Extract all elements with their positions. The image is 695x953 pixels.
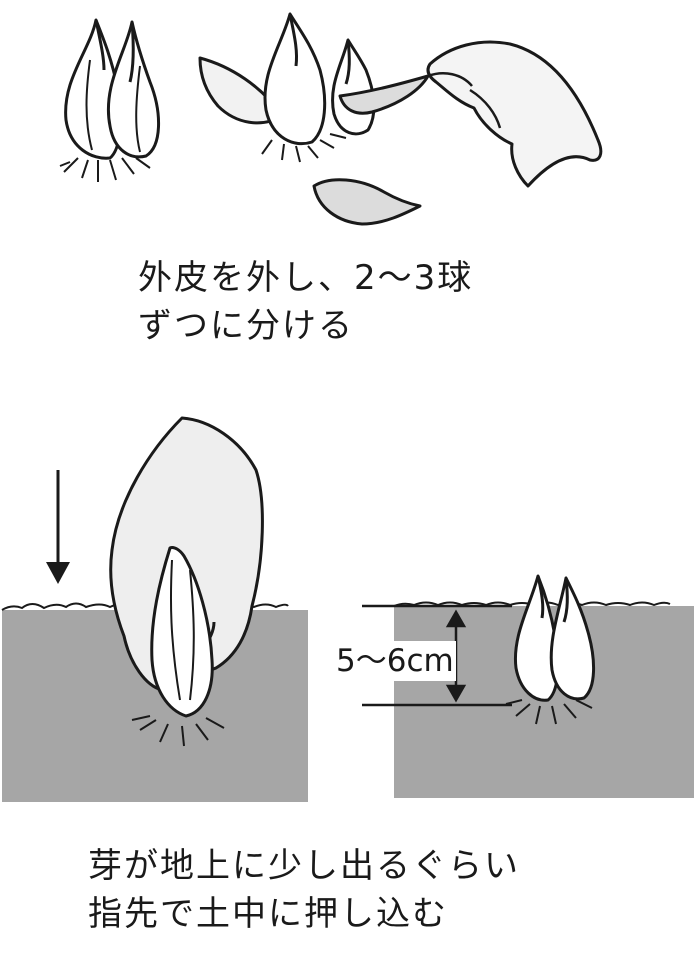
- hand-peeling-illustration: [428, 42, 601, 186]
- step2-caption-line2: 指先で土中に押し込む: [88, 890, 520, 938]
- step1-caption: 外皮を外し、2〜3球 ずつに分ける: [138, 254, 473, 350]
- step2-caption: 芽が地上に少し出るぐらい 指先で土中に押し込む: [88, 842, 520, 938]
- bulb-cluster-illustration: [200, 14, 428, 162]
- depth-label: 5〜6cm: [334, 641, 456, 681]
- down-arrow-icon: [46, 470, 70, 584]
- step1-caption-line1: 外皮を外し、2〜3球: [138, 254, 473, 302]
- bulb-pair-illustration: [60, 20, 159, 182]
- step2-caption-line1: 芽が地上に少し出るぐらい: [88, 842, 520, 890]
- step1-caption-line2: ずつに分ける: [138, 302, 473, 350]
- peeled-skin-illustration: [314, 180, 420, 224]
